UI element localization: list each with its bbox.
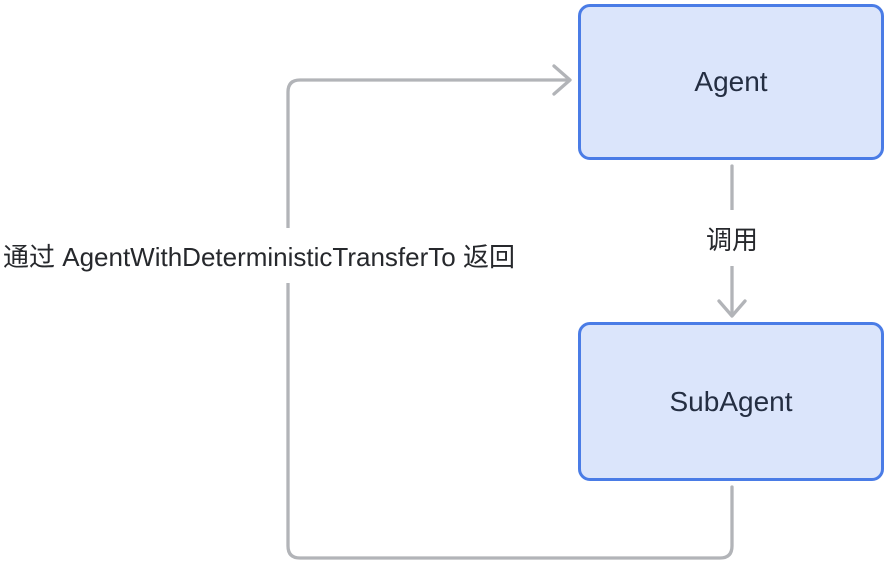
return-edge-arrowhead-right-icon xyxy=(552,64,572,96)
call-edge-label: 调用 xyxy=(697,210,767,266)
node-subagent-label: SubAgent xyxy=(669,385,793,417)
return-edge-label: 通过 AgentWithDeterministicTransferTo 返回 xyxy=(0,228,518,283)
node-agent-label: Agent xyxy=(694,66,768,97)
node-subagent: SubAgent xyxy=(578,322,884,481)
call-edge-arrowhead-down-icon xyxy=(717,299,747,318)
return-edge-path xyxy=(286,78,734,560)
node-agent: Agent xyxy=(578,4,884,160)
return-edge-label-text: 通过 AgentWithDeterministicTransferTo 返回 xyxy=(3,242,515,272)
call-edge-label-text: 调用 xyxy=(705,224,759,255)
